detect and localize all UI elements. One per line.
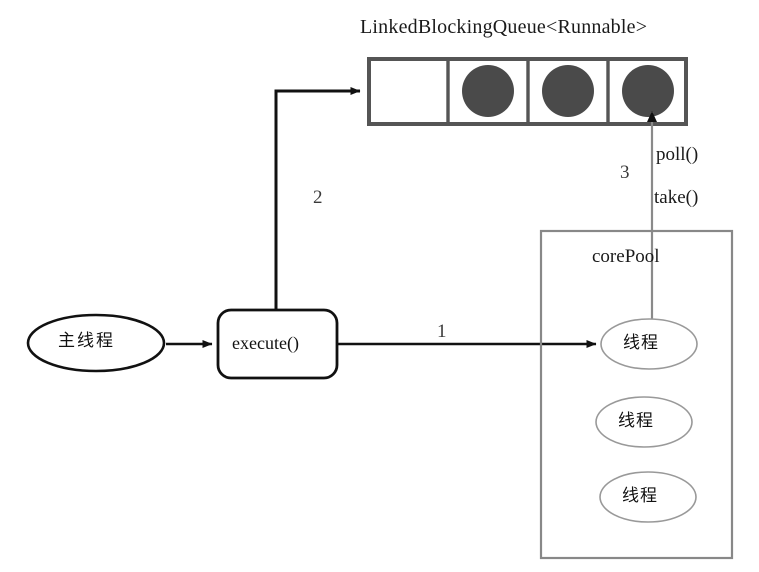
queue-task-circle bbox=[462, 65, 514, 117]
queue-task-circle bbox=[542, 65, 594, 117]
pool-thread-label: 线程 bbox=[618, 411, 654, 431]
queue-title-label: LinkedBlockingQueue<Runnable> bbox=[360, 16, 648, 38]
core-pool-box bbox=[539, 229, 734, 560]
core-pool-label: corePool bbox=[592, 246, 660, 267]
pool-thread-label: 线程 bbox=[622, 486, 658, 506]
poll-method-label: poll() bbox=[656, 144, 699, 165]
arrow-execute-to-queue bbox=[274, 87, 361, 310]
main-thread-label: 主线程 bbox=[58, 331, 115, 351]
pool-thread-ellipse bbox=[600, 318, 698, 370]
step-label-3: 3 bbox=[620, 162, 630, 183]
step-label-2: 2 bbox=[313, 187, 323, 208]
pool-thread-ellipse bbox=[599, 471, 697, 523]
main-thread-ellipse bbox=[26, 313, 166, 373]
execute-node-label: execute() bbox=[232, 333, 299, 353]
pool-thread-label: 线程 bbox=[623, 333, 659, 353]
pool-thread-ellipse bbox=[595, 396, 693, 448]
take-method-label: take() bbox=[654, 187, 699, 208]
step-label-1: 1 bbox=[437, 321, 447, 342]
queue-task-circle bbox=[622, 65, 674, 117]
